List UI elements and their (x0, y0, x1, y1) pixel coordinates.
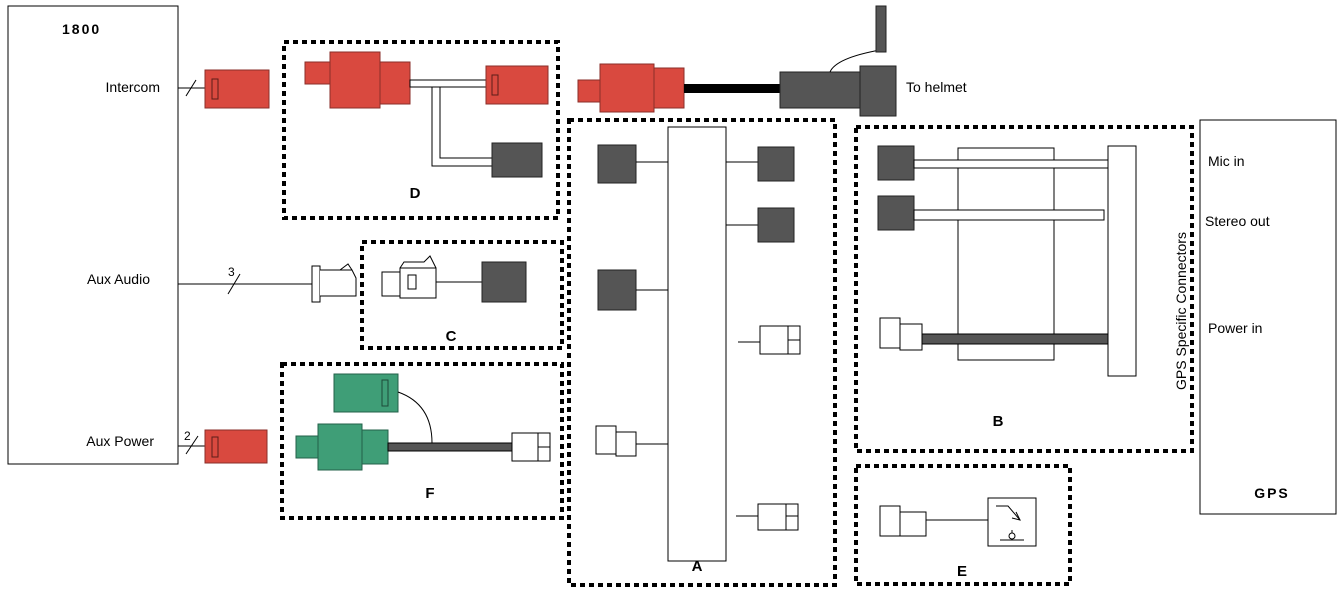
kit-e-label: E (957, 563, 967, 580)
kit-f-label: F (425, 485, 434, 502)
kit-b-label: B (993, 413, 1004, 430)
kit-a-label: A (692, 558, 703, 575)
kit-c: C (360, 240, 564, 350)
kit-c-label: C (446, 328, 457, 345)
helmet-label: To helmet (906, 79, 967, 95)
intercom-red-connector (204, 69, 270, 109)
kit-f: F (280, 362, 564, 520)
unit-gps-title: GPS (1254, 485, 1290, 501)
kit-d-label: D (410, 185, 421, 202)
gps-stereo-out-label: Stereo out (1205, 213, 1270, 229)
helmet-lead: To helmet (577, 5, 967, 117)
kit-b: GPS Specific Connectors B (854, 125, 1194, 453)
kit-a: A (567, 118, 837, 587)
aux-power-red-connector (204, 429, 268, 464)
port-aux-audio-label: Aux Audio (87, 271, 150, 287)
intercom-lead (178, 69, 270, 109)
unit-1800-title: 1800 (62, 21, 101, 37)
aux-audio-lead: 3 (178, 263, 357, 303)
gps-mic-in-label: Mic in (1208, 153, 1245, 169)
gps-power-in-label: Power in (1208, 320, 1262, 336)
gps-connectors-label: GPS Specific Connectors (1173, 232, 1189, 390)
aux-power-lead: 2 (178, 429, 268, 464)
kit-d: D (282, 40, 560, 220)
kit-e: E (854, 464, 1072, 586)
unit-1800: 1800 Intercom Aux Audio Aux Power (7, 5, 179, 465)
aux-power-wire-count: 2 (184, 429, 191, 443)
port-intercom-label: Intercom (106, 79, 160, 95)
unit-gps: Mic in Stereo out Power in GPS (1199, 119, 1337, 515)
aux-audio-jack (311, 265, 321, 303)
port-aux-power-label: Aux Power (86, 433, 154, 449)
aux-audio-wire-count: 3 (228, 265, 235, 279)
